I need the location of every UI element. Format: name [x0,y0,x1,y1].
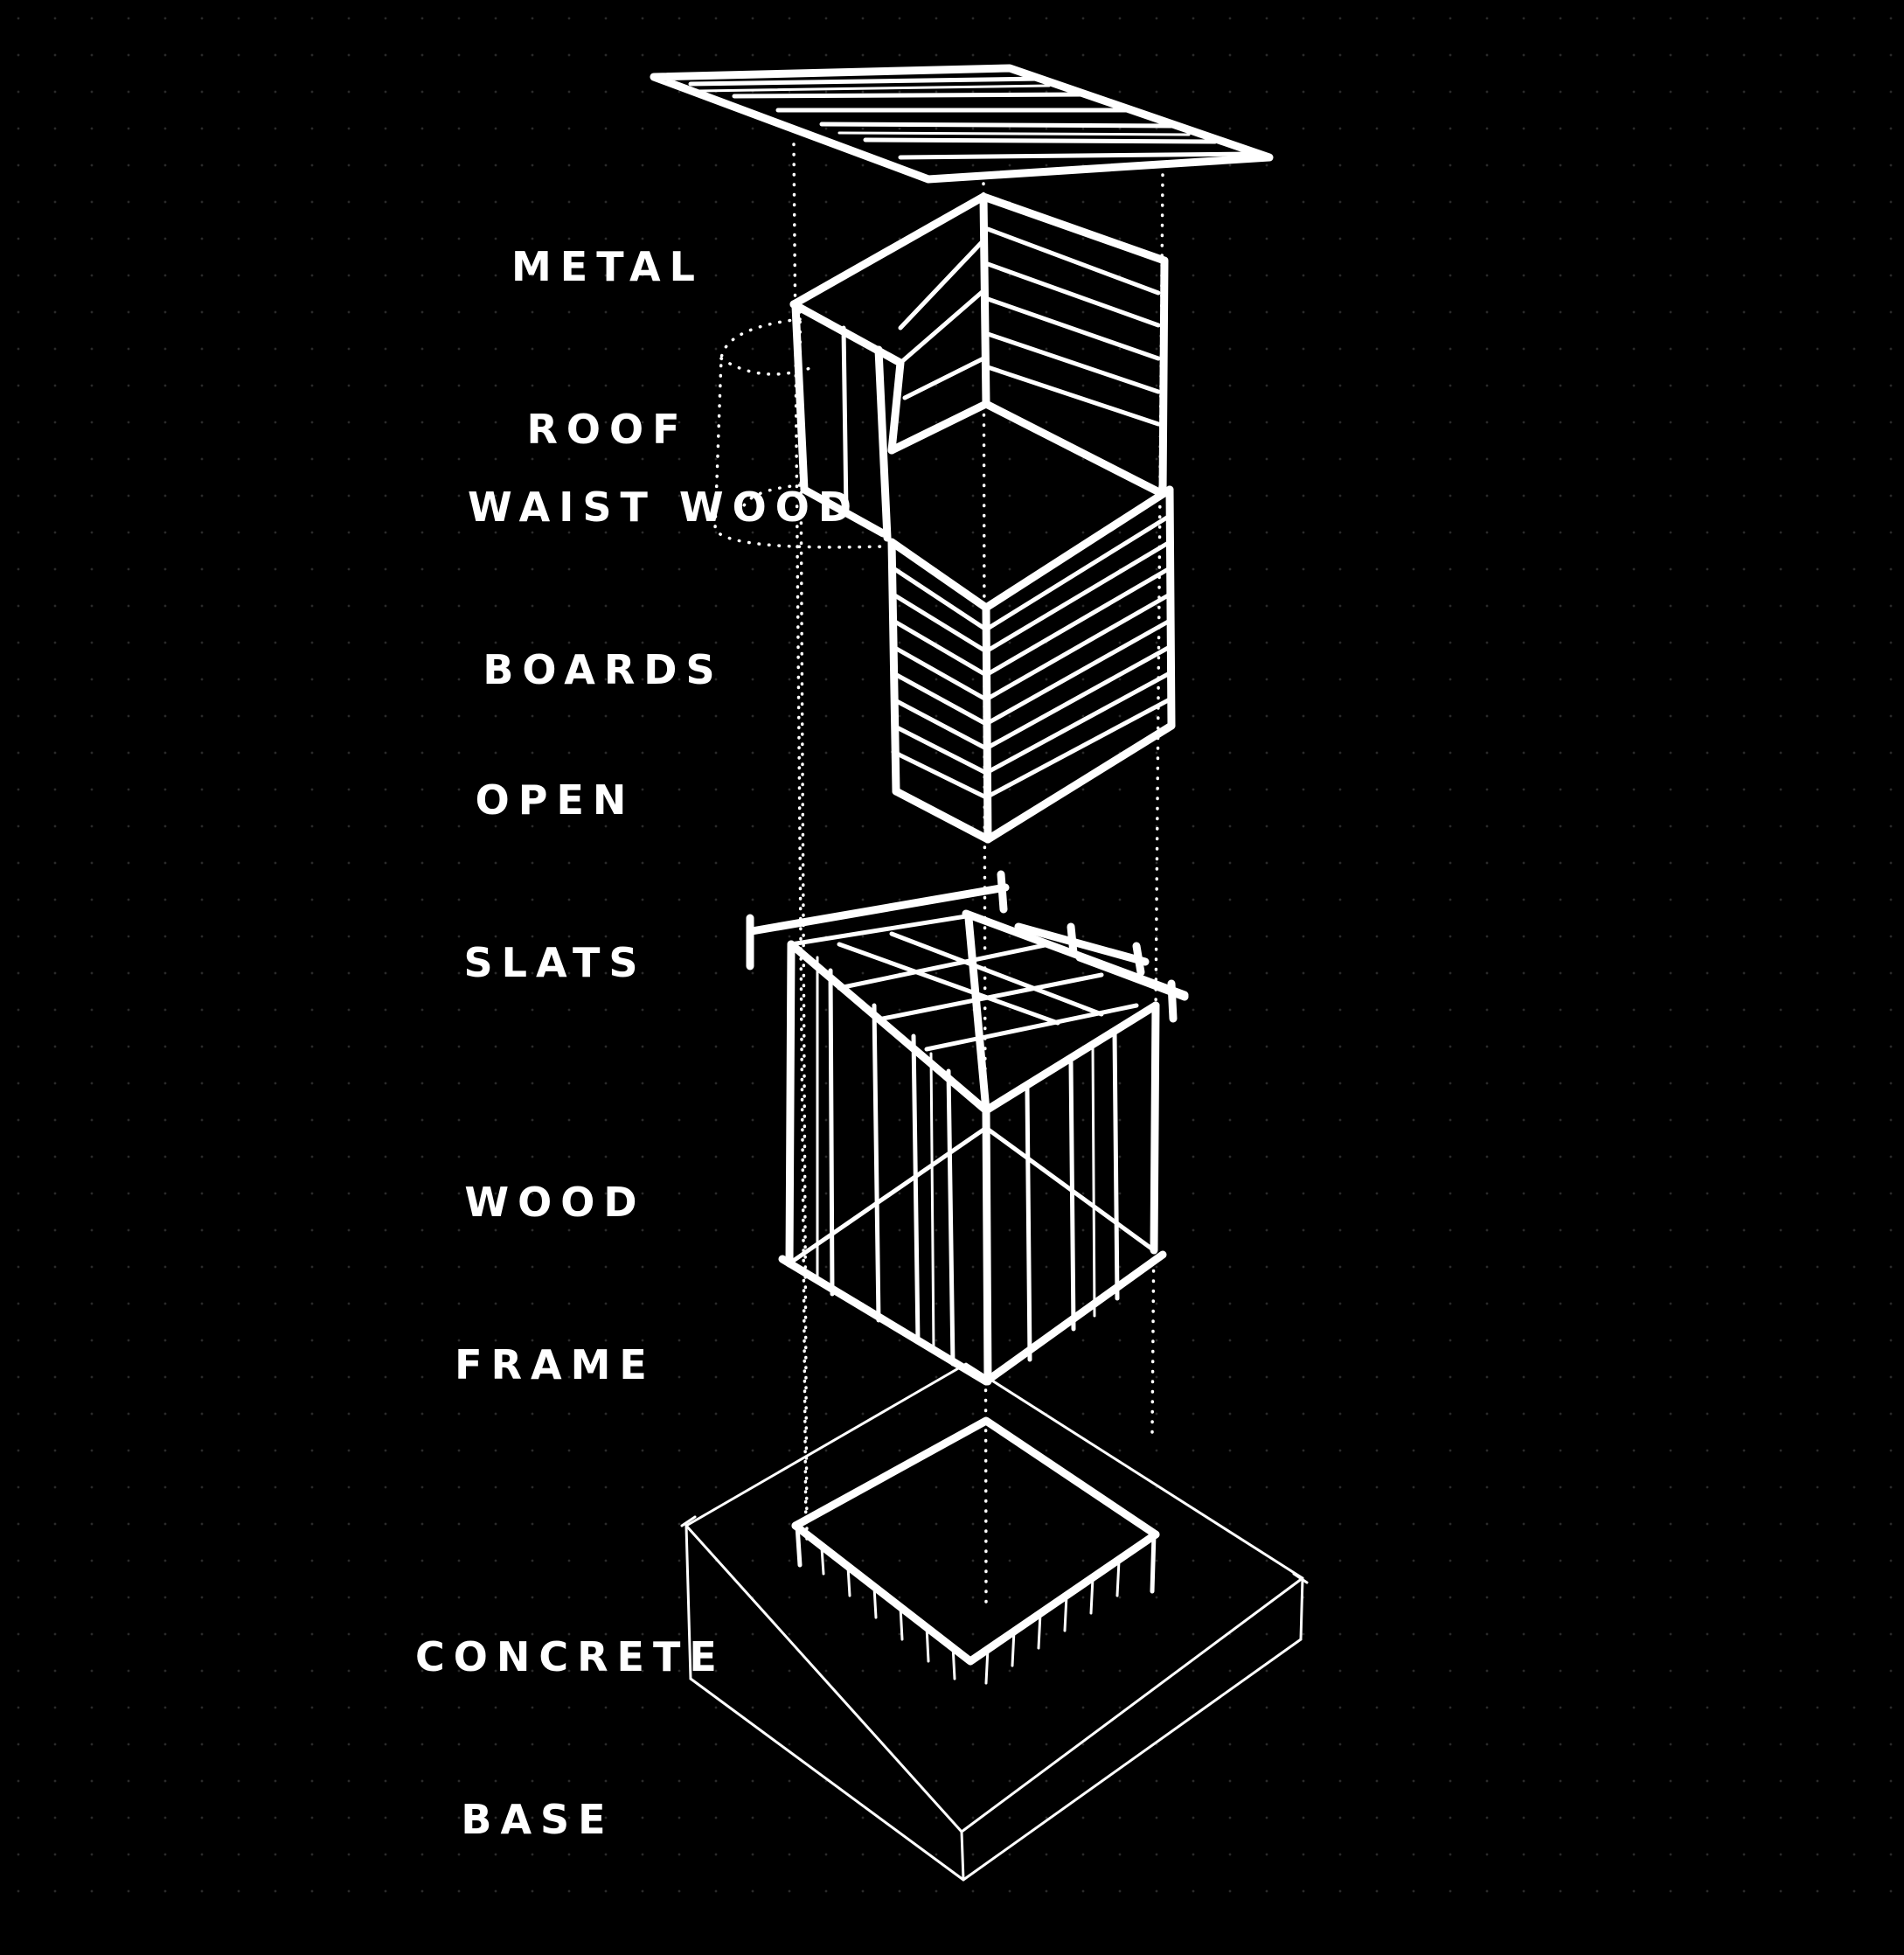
label-wood-frame-line2: FRAME [455,1341,656,1388]
metal-roof-layer [650,64,1274,184]
label-open-slats-line1: OPEN [475,776,636,824]
label-concrete-base-line2: BASE [461,1796,615,1843]
exploded-axonometric-drawing [650,64,1309,1882]
label-concrete-base: CONCRETE BASE [415,1521,726,1955]
label-wood-frame-line1: WOOD [464,1179,646,1226]
label-open-slats: OPEN SLATS [463,664,647,1098]
label-wood-frame: WOOD FRAME [450,1067,660,1500]
label-waist-wood-boards-line1: WAIST WOOD [468,484,861,531]
label-waist-wood-boards: WAIST WOOD BOARDS [468,372,861,805]
open-slats-layer [887,485,1176,844]
wood-frame-layer [746,870,1189,1386]
alignment-lines [713,143,1164,1611]
label-waist-wood-boards-line2: BOARDS [483,646,724,693]
label-metal-roof-line2: ROOF [526,406,689,453]
label-open-slats-line2: SLATS [463,939,647,986]
label-concrete-base-line1: CONCRETE [415,1633,726,1680]
concrete-base-layer [680,1362,1309,1882]
label-metal-roof: METAL ROOF [511,131,704,565]
waist-wood-boards-layer [789,192,1169,542]
sketch-canvas: METAL ROOF WAIST WOOD BOARDS OPEN SLATS … [0,0,1904,1904]
label-metal-roof-line1: METAL [511,243,704,290]
